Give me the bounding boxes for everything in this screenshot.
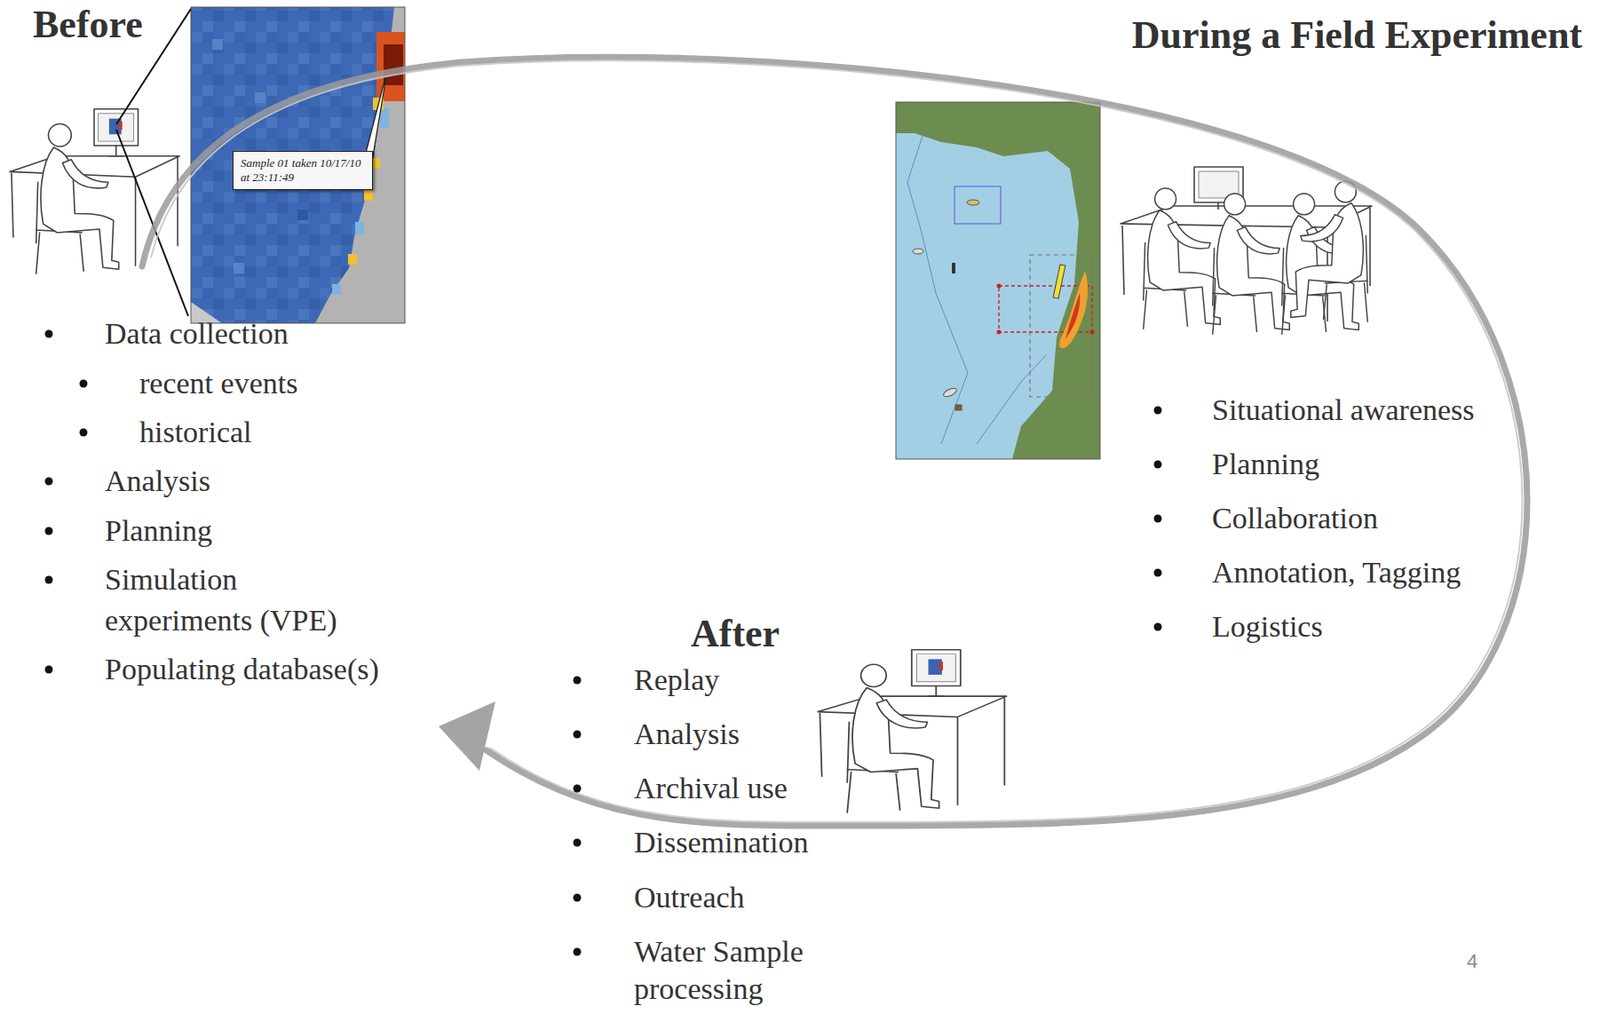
pixel xyxy=(297,209,309,221)
bullet-item: Planning xyxy=(104,510,213,552)
track-line xyxy=(907,133,968,444)
monitor-stand xyxy=(1217,202,1220,210)
bullet-dot xyxy=(573,784,582,793)
coast-pixel xyxy=(380,108,389,128)
bullet-dot xyxy=(79,428,88,437)
zoom-line xyxy=(116,8,191,317)
bullet-item: Planning xyxy=(1211,443,1320,485)
coast-pixel xyxy=(364,190,373,201)
bullet-item: Logistics xyxy=(1211,606,1323,648)
bullet-item: Archival use xyxy=(633,768,788,809)
bullet-dot xyxy=(1154,569,1163,578)
track-line xyxy=(976,355,1046,444)
bullet-dot xyxy=(573,948,582,957)
bullet-dot xyxy=(45,527,54,536)
map-frame xyxy=(895,102,1101,460)
boat-icon xyxy=(912,248,924,254)
satellite-map xyxy=(190,7,405,324)
pixel xyxy=(233,262,245,274)
bullet-dot xyxy=(1154,460,1163,469)
bullet-dot xyxy=(573,839,582,848)
coast-pixel xyxy=(348,253,357,265)
bullet-dot xyxy=(1154,623,1163,632)
coast-pixel xyxy=(355,221,365,235)
plan-vertex xyxy=(1090,330,1095,335)
bullet-dot xyxy=(45,330,54,339)
bullet-item: Dissemination xyxy=(633,822,808,864)
bullet-item: historical xyxy=(139,411,253,453)
bullet-item: Analysis xyxy=(633,713,740,755)
bullet-dot xyxy=(45,477,54,486)
bullet-item: Outreach xyxy=(633,877,745,919)
phase-heading: After xyxy=(690,611,780,657)
bullet-item: Replay xyxy=(633,659,720,701)
plan-area xyxy=(1029,254,1093,397)
survey-box xyxy=(954,186,1001,224)
bullet-item: Simulation experiments (VPE) xyxy=(104,559,372,642)
bullets xyxy=(45,330,1163,957)
bullet-dot xyxy=(1154,406,1163,415)
arrow-head xyxy=(438,701,496,771)
bullet-item: Situational awareness xyxy=(1211,389,1475,431)
bullet-dot xyxy=(573,676,582,685)
bullet-dot xyxy=(79,380,88,389)
pixel xyxy=(254,92,266,103)
bullet-item: Populating database(s) xyxy=(104,649,380,690)
coast-pixel xyxy=(332,284,341,295)
page-number: 4 xyxy=(1466,950,1478,974)
pixel xyxy=(212,39,223,50)
map-land xyxy=(895,102,1101,460)
boat-icon xyxy=(942,386,958,398)
boat-icon xyxy=(955,404,962,411)
bloom-spot xyxy=(376,31,405,102)
bullet-dot xyxy=(573,730,582,739)
desk-sketch xyxy=(817,649,1006,813)
bullet-item: recent events xyxy=(139,363,298,404)
bullet-item: Analysis xyxy=(104,460,211,502)
plan-vertex xyxy=(997,330,1002,335)
bullet-item: Annotation, Tagging xyxy=(1211,552,1461,594)
glider-icon xyxy=(1053,264,1066,299)
bullet-dot xyxy=(45,576,54,585)
callout-box: Sample 01 taken 10/17/10 at 23:11:49 xyxy=(232,150,373,191)
map-water xyxy=(895,102,1101,460)
harbor-map xyxy=(895,102,1101,460)
bullet-item: Data collection xyxy=(104,313,289,355)
bullet-item: Collaboration xyxy=(1211,498,1379,539)
cycle-arrow xyxy=(142,56,1528,826)
person-sketch xyxy=(1143,188,1220,329)
boat-icon xyxy=(966,199,980,206)
bloom-plume xyxy=(1059,270,1088,349)
cycle-arrow-sketch xyxy=(150,60,1523,823)
phase-heading: During a Field Experiment xyxy=(1132,13,1583,58)
bullet-item: Water Sample processing xyxy=(633,933,848,1008)
bullet-dot xyxy=(45,665,54,674)
bloom-spot xyxy=(383,44,404,86)
callout-text: Sample 01 taken 10/17/10 at 23:11:49 xyxy=(240,156,365,185)
team-sketch xyxy=(1120,166,1372,334)
bullet-dot xyxy=(1154,514,1163,523)
map-water xyxy=(190,7,405,324)
phase-heading: Before xyxy=(32,2,143,48)
person-sketch xyxy=(1291,181,1368,322)
map-frame xyxy=(190,7,405,324)
plan-vertex xyxy=(997,284,1002,289)
bloom-plume xyxy=(1065,293,1080,340)
buoy-icon xyxy=(951,262,956,274)
person-sketch xyxy=(1212,193,1290,334)
bullet-dot xyxy=(573,894,582,903)
